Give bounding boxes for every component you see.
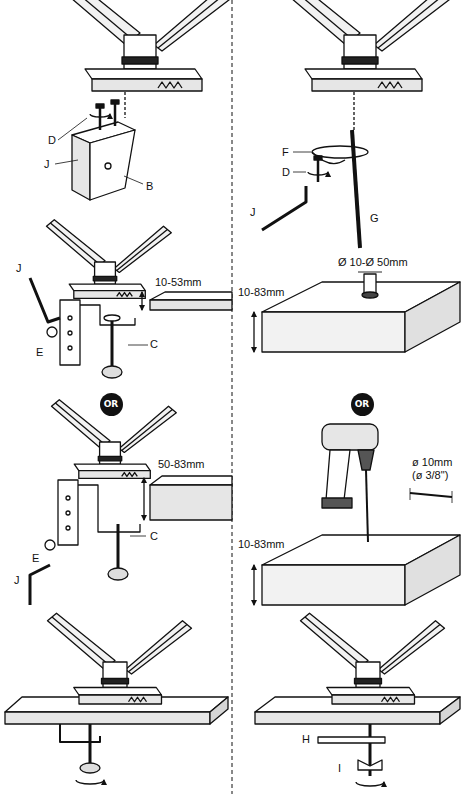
part-label: J xyxy=(250,206,256,219)
part-label: G xyxy=(370,212,379,225)
part-label: B xyxy=(146,180,153,193)
part-label: C xyxy=(150,530,158,543)
dimension-label: 50-83mm xyxy=(158,458,204,471)
part-label: E xyxy=(32,552,39,565)
dimension-label: 10-83mm xyxy=(238,538,284,551)
or-text: OR xyxy=(104,399,119,409)
dimension-label: Ø 10-Ø 50mm xyxy=(338,256,408,269)
dimension-label: 10-53mm xyxy=(155,276,201,289)
part-label: H xyxy=(302,733,310,746)
or-badge: OR xyxy=(351,393,374,416)
part-label: J xyxy=(16,262,22,275)
part-label: F xyxy=(282,146,289,159)
part-label: I xyxy=(338,762,341,775)
part-label: D xyxy=(282,166,290,179)
or-text: OR xyxy=(355,399,370,409)
dimension-label: ø 10mm (ø 3/8") xyxy=(412,456,460,482)
part-label: E xyxy=(36,346,43,359)
part-label: J xyxy=(44,158,50,171)
part-label: J xyxy=(14,574,20,587)
dimension-label: 10-83mm xyxy=(238,286,284,299)
part-label: D xyxy=(48,134,56,147)
or-badge: OR xyxy=(100,393,123,416)
part-label: C xyxy=(150,338,158,351)
